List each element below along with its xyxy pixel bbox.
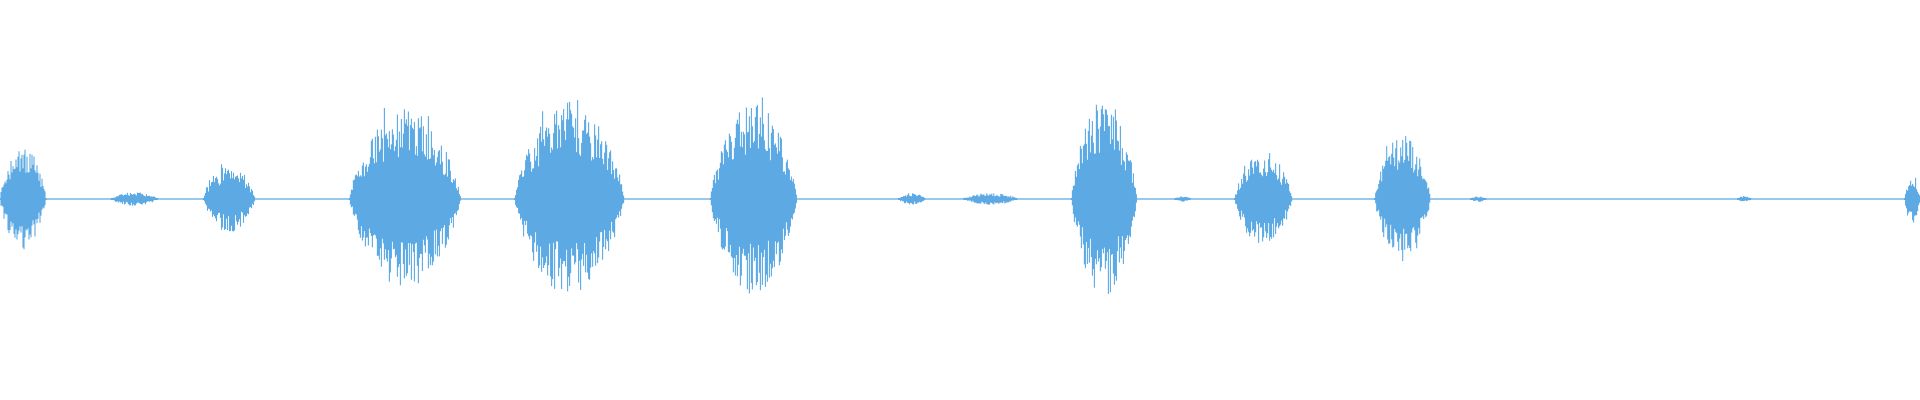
waveform-segment — [0, 149, 47, 250]
waveform-segment — [1374, 136, 1431, 262]
waveform-segment — [1234, 153, 1293, 243]
waveform-segment — [1174, 196, 1191, 202]
waveform-segment — [514, 100, 625, 292]
waveform-segment — [1904, 177, 1920, 223]
waveform-segment — [709, 97, 797, 294]
waveform-segment — [348, 108, 461, 286]
waveform-segment — [1470, 196, 1487, 202]
waveform-segment — [202, 164, 256, 232]
waveform-segment — [1737, 196, 1752, 202]
waveform-segment — [898, 193, 926, 205]
waveform-segment — [1070, 104, 1137, 294]
waveform-segment — [110, 192, 158, 206]
waveform-segments — [0, 97, 1920, 294]
waveform-segment — [963, 193, 1018, 205]
